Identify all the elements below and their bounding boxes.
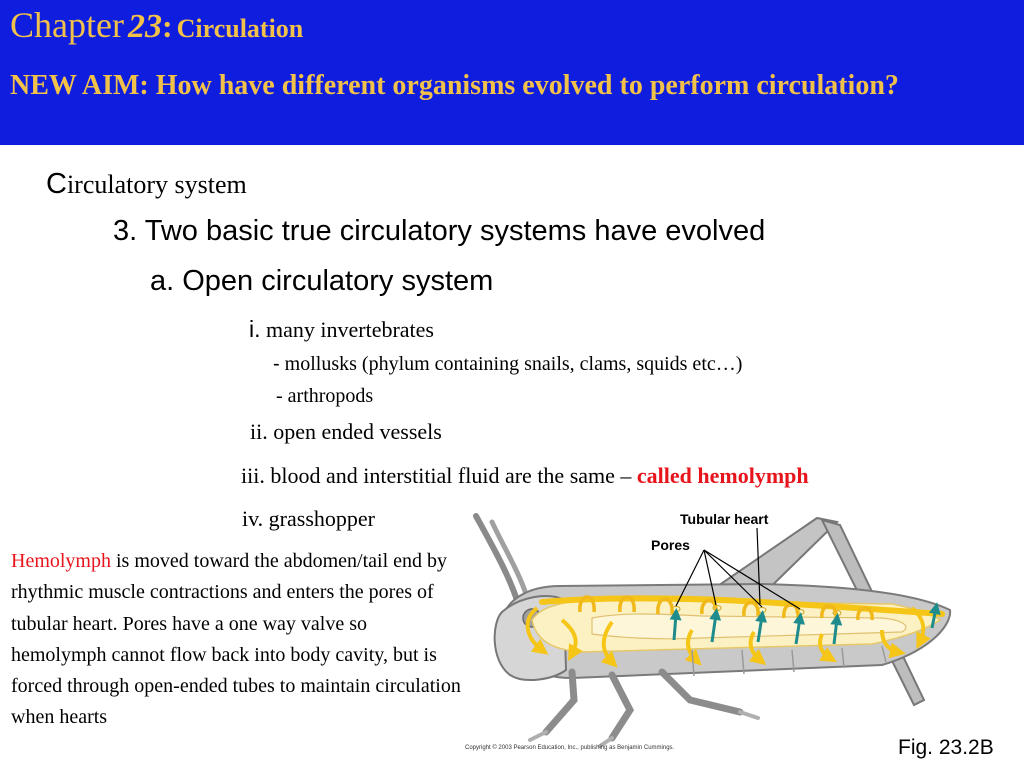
outline-item-ii: ii. open ended vessels — [250, 419, 442, 444]
hemolymph-flow-arrows — [525, 606, 931, 668]
outline-item-i-text: many invertebrates — [260, 317, 434, 342]
chapter-colon: : — [161, 8, 173, 44]
outline-sub-mollusks-marker: - — [273, 353, 280, 375]
outline-item-iii: iii. blood and interstitial fluid are th… — [241, 463, 809, 489]
title-banner: Chapter 23: Circulation NEW AIM: How hav… — [0, 0, 1024, 145]
chapter-topic: Circulation — [176, 14, 304, 43]
aim-statement: NEW AIM: How have different organisms ev… — [10, 70, 899, 101]
paragraph-highlight: Hemolymph — [11, 550, 111, 572]
outline-sub-arthropods: - arthropods — [276, 385, 374, 407]
chapter-word: Chapter — [10, 5, 124, 45]
outline-heading-initial: C — [46, 168, 67, 200]
tubular-heart — [539, 595, 945, 617]
outline-point-a: a. Open circulatory system — [150, 265, 494, 297]
figure-caption: Fig. 23.2B — [898, 736, 994, 759]
outline-heading-rest: irculatory system — [66, 170, 247, 199]
label-tubular-heart: Tubular heart — [680, 511, 769, 527]
outline-item-iii-highlight: called hemolymph — [636, 463, 809, 488]
label-leader-lines — [675, 527, 801, 610]
outline-sub-mollusks: - mollusks (phylum containing snails, cl… — [273, 353, 742, 376]
outline-item-iii-text: iii. blood and interstitial fluid are th… — [241, 463, 637, 488]
grasshopper-figure: Tubular heart Pores — [473, 511, 952, 748]
paragraph-text: is moved toward the abdomen/tail end by … — [11, 550, 461, 729]
outline-heading: Circulatory system — [46, 168, 247, 201]
label-pores: Pores — [651, 537, 690, 553]
outline-item-i-marker: i. — [249, 316, 261, 342]
outline-item-i: i. many invertebrates — [249, 316, 434, 343]
abdomen-segments — [691, 645, 887, 677]
chapter-title: Chapter 23: Circulation — [10, 4, 303, 46]
walking-legs — [542, 668, 744, 742]
outline-point-3: 3. Two basic true circulatory systems ha… — [113, 215, 766, 247]
chapter-number: 23 — [127, 8, 162, 45]
figure-copyright: Copyright © 2003 Pearson Education, Inc.… — [465, 745, 675, 751]
outline-item-iv: iv. grasshopper — [242, 506, 375, 531]
hemolymph-paragraph: Hemolymph is moved toward the abdomen/ta… — [11, 546, 461, 734]
pore-inflow-arrows — [669, 602, 941, 645]
outline-sub-mollusks-text: mollusks (phylum containing snails, clam… — [279, 353, 743, 375]
